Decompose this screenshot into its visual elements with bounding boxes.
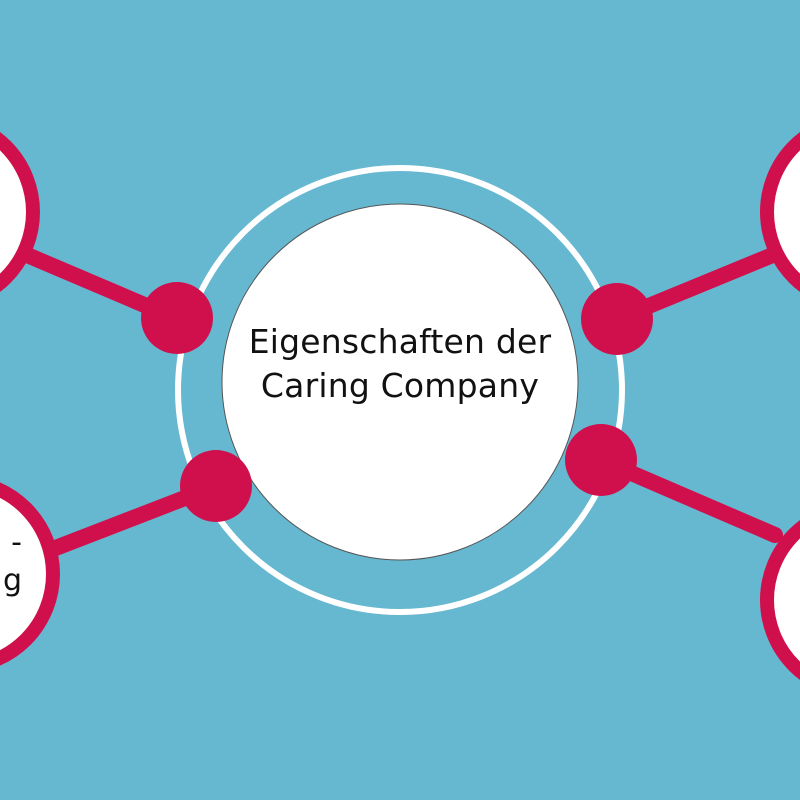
satellite-bottom-left: [0, 482, 60, 666]
joint-dot-bottom-right: [565, 424, 637, 496]
satellite-bottom-right: [760, 520, 800, 680]
left-bottom-fragment-line1: -: [11, 525, 22, 560]
center-title-line2: Caring Company: [260, 366, 540, 405]
center-circle: [221, 203, 579, 561]
center-title-line1: Eigenschaften der: [248, 322, 552, 361]
joint-dot-top-right: [581, 283, 653, 355]
satellite-top-left: [0, 132, 40, 292]
center-outer-ring: [175, 165, 625, 615]
center-title: Eigenschaften der Caring Company: [222, 320, 578, 408]
joint-dot-top-left: [141, 282, 213, 354]
left-bottom-text-fragment: - g: [0, 524, 22, 600]
satellite-top-right: [760, 132, 800, 292]
joint-dot-bottom-left: [180, 450, 252, 522]
left-bottom-fragment-line2: g: [2, 563, 22, 598]
